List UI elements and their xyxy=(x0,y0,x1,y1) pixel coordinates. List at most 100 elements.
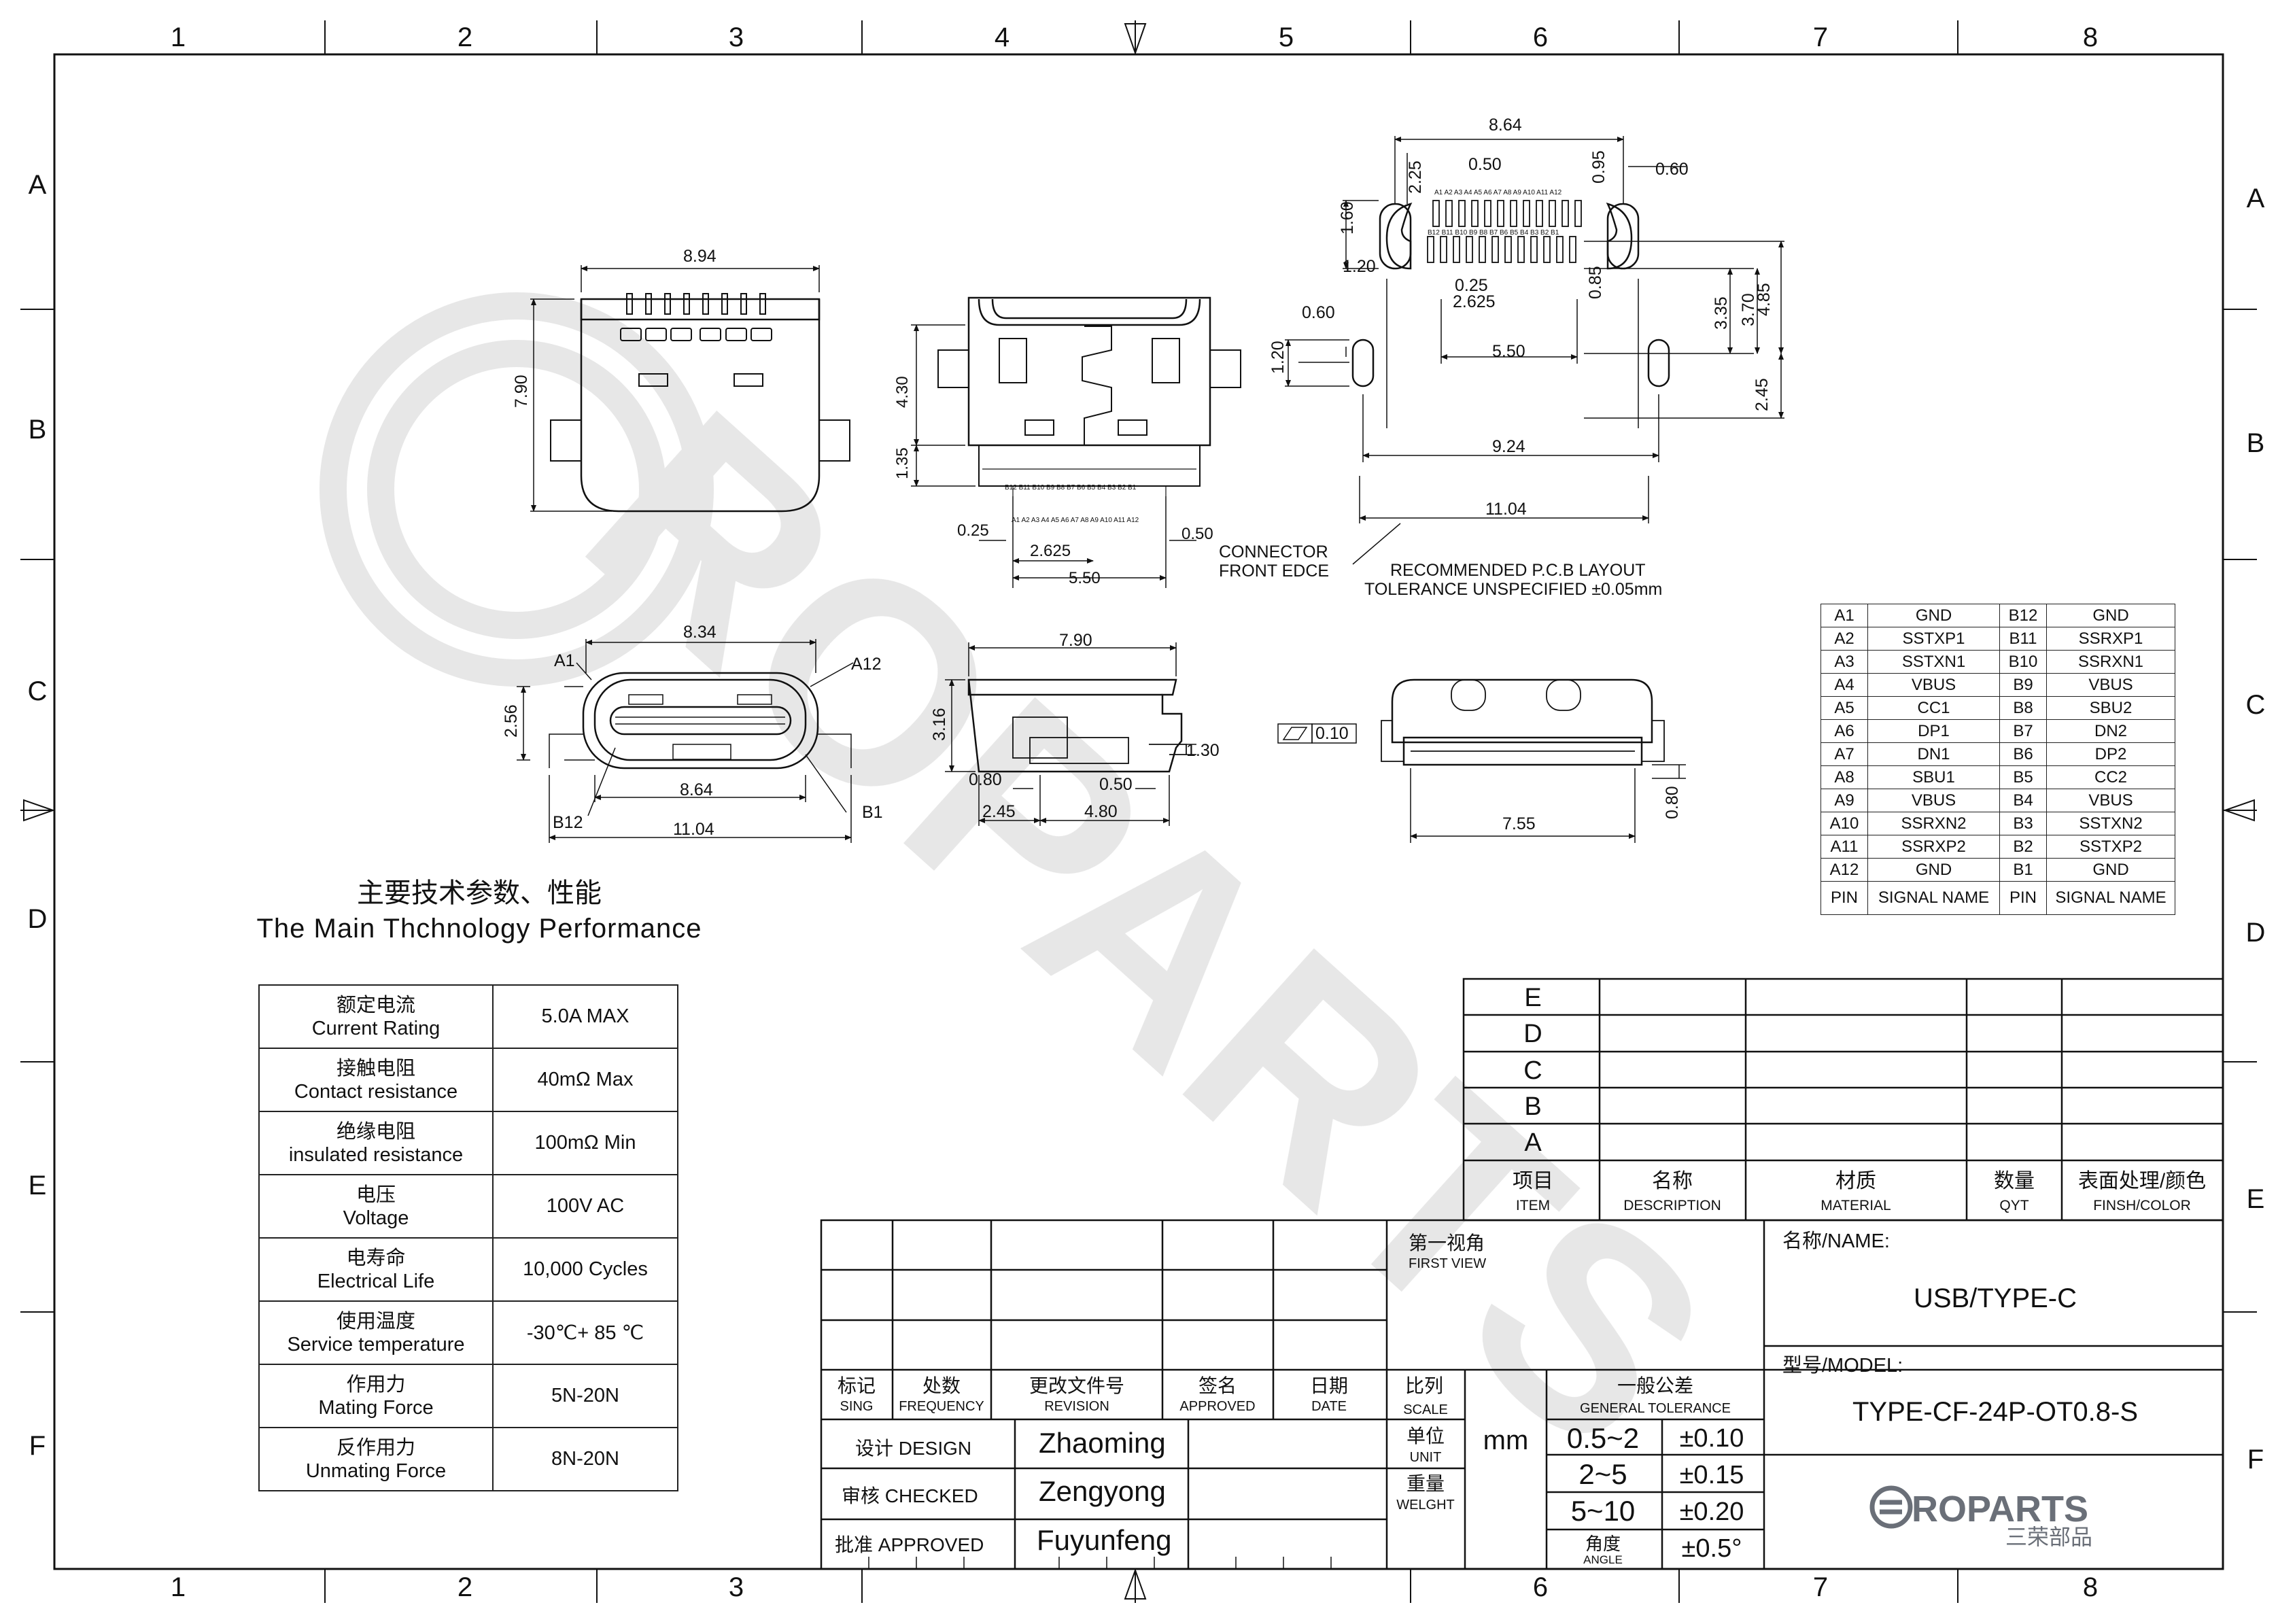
approved-label: 批准 APPROVED xyxy=(835,1534,984,1555)
pin-label: B1 xyxy=(862,803,883,822)
dim-label: 0.80 xyxy=(1663,786,1682,819)
pin-id: B4 xyxy=(1999,789,2047,812)
signal-name: DN2 xyxy=(2046,719,2175,743)
dim-label: 8.64 xyxy=(1489,116,1522,135)
pin-id: B12 xyxy=(1999,604,2047,627)
row-label: D xyxy=(2246,918,2266,948)
signal-name: DN1 xyxy=(1867,742,2000,766)
dim-label: 0.25 xyxy=(957,521,989,540)
signal-name: GND xyxy=(2046,604,2175,627)
signal-name: SSRXN1 xyxy=(2046,650,2175,674)
pin-id: A7 xyxy=(1820,742,1868,766)
col-label: 3 xyxy=(729,1572,744,1602)
side-view-dims: 7.90 3.16 1.30 0.80 0.50 2.45 4.80 xyxy=(930,631,1220,821)
col-label: 8 xyxy=(2083,22,2098,52)
spec-param-cn: 额定电流 xyxy=(336,994,415,1016)
spec-value: 5.0A MAX xyxy=(492,984,678,1049)
spec-param-cn: 电压 xyxy=(356,1184,396,1206)
spec-value: 5N-20N xyxy=(492,1364,678,1428)
dim-label: 5.50 xyxy=(1069,569,1101,587)
signal-name: GND xyxy=(1867,858,2000,882)
col-label: 1 xyxy=(171,22,186,52)
revision-headers: 标记 SING 处数 FREQUENCY 更改文件号 REVISION 签名 A… xyxy=(838,1375,1348,1414)
signal-name: SSRXP1 xyxy=(2046,627,2175,651)
pin-row-b: B12 B11 B10 B9 B8 B7 B6 B5 B4 B3 B2 B1 xyxy=(1005,484,1137,491)
spec-value: -30℃+ 85 ℃ xyxy=(492,1300,678,1365)
dim-label: 11.04 xyxy=(673,820,714,839)
signal-name: SSTXN2 xyxy=(2046,812,2175,835)
row-label: C xyxy=(2246,690,2266,720)
dim-label: 8.34 xyxy=(683,623,717,642)
checked-name: Zengyong xyxy=(1039,1475,1166,1507)
tolerance-en: GENERAL TOLERANCE xyxy=(1580,1401,1731,1416)
signal-name: VBUS xyxy=(1867,673,2000,697)
signal-name: VBUS xyxy=(2046,789,2175,812)
spec-title: 主要技术参数、性能 The Main Thchnology Performanc… xyxy=(224,876,734,946)
pin-id: B5 xyxy=(1999,765,2047,789)
company-logo: ROPARTS 三荣部品 xyxy=(1869,1485,2092,1549)
pin-id: B9 xyxy=(1999,673,2047,697)
dim-label: 4.30 xyxy=(893,376,912,408)
signal-name: DP1 xyxy=(1867,719,2000,743)
rev-header-cn: 日期 xyxy=(1310,1375,1348,1396)
front-view-dims: 4.30 1.35 0.25 2.625 5.50 0.50 B12 B11 B… xyxy=(893,376,1213,587)
dim-label: 7.55 xyxy=(1502,814,1536,833)
row-label: E xyxy=(2247,1184,2265,1214)
scale-tolerance-block: 第一视角 FIRST VIEW 比列 SCALE 单位 UNIT mm 重量 W… xyxy=(1396,1232,1744,1566)
dim-label: 0.80 xyxy=(969,770,1002,789)
angle-value: ±0.5° xyxy=(1682,1534,1742,1563)
pin-id: B2 xyxy=(1999,835,2047,859)
bom-header-en: MATERIAL xyxy=(1820,1198,1891,1213)
top-view-dims: 8.94 7.90 xyxy=(512,247,717,408)
pcb-note: TOLERANCE UNSPECIFIED ±0.05mm xyxy=(1364,580,1662,599)
spec-param-en: Contact resistance xyxy=(294,1080,458,1103)
pin-row-a: A1 A2 A3 A4 A5 A6 A7 A8 A9 A10 A11 A12 xyxy=(1012,517,1139,524)
bom-row-letter: D xyxy=(1523,1020,1542,1048)
spec-param-cn: 绝缘电阻 xyxy=(336,1120,415,1143)
dim-label: 1.35 xyxy=(893,447,912,479)
signal-name: GND xyxy=(1867,604,2000,627)
dim-label: 2.45 xyxy=(982,802,1016,821)
col-label: 2 xyxy=(458,22,472,52)
rev-header-cn: 签名 xyxy=(1198,1375,1237,1396)
pin-table-header: PIN xyxy=(1820,881,1868,915)
bom-row-letter: E xyxy=(1524,984,1541,1012)
dim-label: 2.25 xyxy=(1406,160,1425,194)
dim-label: 2.625 xyxy=(1030,542,1071,560)
frame-ticks xyxy=(20,20,2257,1603)
title-block-lines xyxy=(820,978,2224,1570)
angle-cn: 角度 xyxy=(1585,1534,1621,1554)
signature-block: 设计 DESIGN Zhaoming 审核 CHECKED Zengyong 批… xyxy=(835,1427,1171,1556)
connector-note: CONNECTOR xyxy=(1219,542,1328,562)
pin-id: A10 xyxy=(1820,812,1868,835)
dim-label: 5.50 xyxy=(1492,342,1525,361)
row-label: B xyxy=(29,415,47,445)
rev-header-en: FREQUENCY xyxy=(899,1399,984,1414)
top-view xyxy=(530,265,850,513)
bom-header-en: ITEM xyxy=(1516,1198,1550,1213)
tolerance-range: 0.5~2 xyxy=(1567,1422,1639,1454)
model-label: 型号/MODEL: xyxy=(1782,1354,1903,1377)
signal-name: VBUS xyxy=(1867,789,2000,812)
spec-param-en: Electrical Life xyxy=(317,1270,435,1292)
row-label: A xyxy=(29,170,47,200)
pin-id: A6 xyxy=(1820,719,1868,743)
pin-id: B11 xyxy=(1999,627,2047,651)
model-value: TYPE-CF-24P-OT0.8-S xyxy=(1852,1397,2138,1427)
